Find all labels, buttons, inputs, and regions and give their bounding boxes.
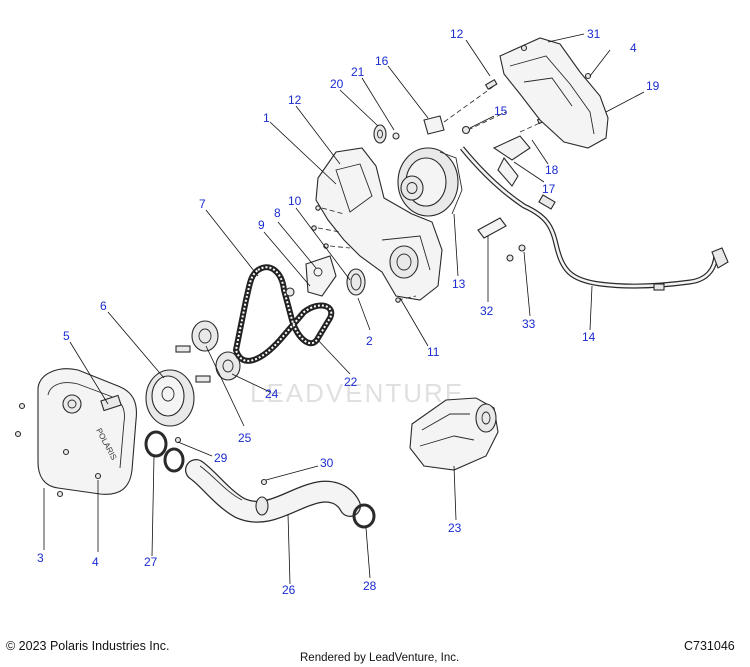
serpentine-belt-part (232, 264, 335, 364)
tensioner-bracket-part (285, 255, 337, 297)
callout-33: 33 (522, 317, 536, 331)
callout-15: 15 (494, 104, 508, 118)
heat-shield-part (499, 37, 609, 149)
callout-27: 27 (144, 555, 158, 569)
callout-26: 26 (282, 583, 296, 597)
leader-lines (43, 33, 645, 585)
callout-9: 9 (258, 218, 265, 232)
coolant-hose-part (185, 459, 361, 523)
callout-11: 11 (427, 345, 440, 359)
ac-compressor-part (409, 397, 499, 471)
callout-8: 8 (274, 206, 281, 220)
front-seal-part (346, 268, 366, 296)
callout-20: 20 (330, 77, 344, 91)
callout-12-cover: 12 (288, 93, 302, 107)
crank-pulley-part (145, 369, 195, 427)
callout-13: 13 (452, 277, 466, 291)
callout-30: 30 (320, 456, 334, 470)
drawing-number: C731046 (684, 639, 735, 653)
copyright-notice: © 2023 Polaris Industries Inc. (6, 639, 170, 653)
rendered-by-credit: Rendered by LeadVenture, Inc. (300, 652, 460, 664)
crank-bolt-part (100, 394, 122, 412)
callout-7: 7 (199, 197, 206, 211)
callout-12-shield: 12 (450, 27, 464, 41)
callout-24: 24 (265, 387, 279, 401)
callout-labels: 1 2 3 4 4 5 6 7 8 9 10 11 12 12 13 14 15… (37, 27, 660, 597)
hose-bracket-part (492, 115, 548, 187)
callout-18: 18 (545, 163, 559, 177)
fitting-part (461, 125, 471, 135)
callout-22: 22 (344, 375, 358, 389)
callout-17: 17 (542, 182, 556, 196)
callout-6: 6 (100, 299, 107, 313)
callout-19: 19 (646, 79, 660, 93)
hose-cable-part (460, 146, 729, 291)
callout-28: 28 (363, 579, 377, 593)
alternator-part (397, 147, 463, 217)
callout-1: 1 (263, 111, 270, 125)
callout-4-shield: 4 (630, 41, 637, 55)
callout-23: 23 (448, 521, 462, 535)
callout-31: 31 (587, 27, 601, 41)
callout-3: 3 (37, 551, 44, 565)
callout-14: 14 (582, 330, 596, 344)
upper-brackets-part (373, 79, 507, 144)
callout-10: 10 (288, 194, 302, 208)
watermark: LEADVENTURE (250, 378, 464, 408)
callout-25: 25 (238, 431, 252, 445)
front-engine-cover-part (315, 147, 443, 301)
callout-21: 21 (351, 65, 365, 79)
callout-32: 32 (480, 304, 494, 318)
callout-2: 2 (366, 334, 373, 348)
belt-cover-part: POLARIS (37, 368, 138, 495)
callout-4-cover: 4 (92, 555, 99, 569)
callout-29: 29 (214, 451, 228, 465)
idler-pulleys-part (175, 320, 241, 383)
cover-bolts (14, 402, 102, 498)
callout-5: 5 (63, 329, 70, 343)
small-bracket-part (477, 217, 526, 262)
callout-16: 16 (375, 54, 389, 68)
hose-clamps-part (144, 430, 376, 529)
